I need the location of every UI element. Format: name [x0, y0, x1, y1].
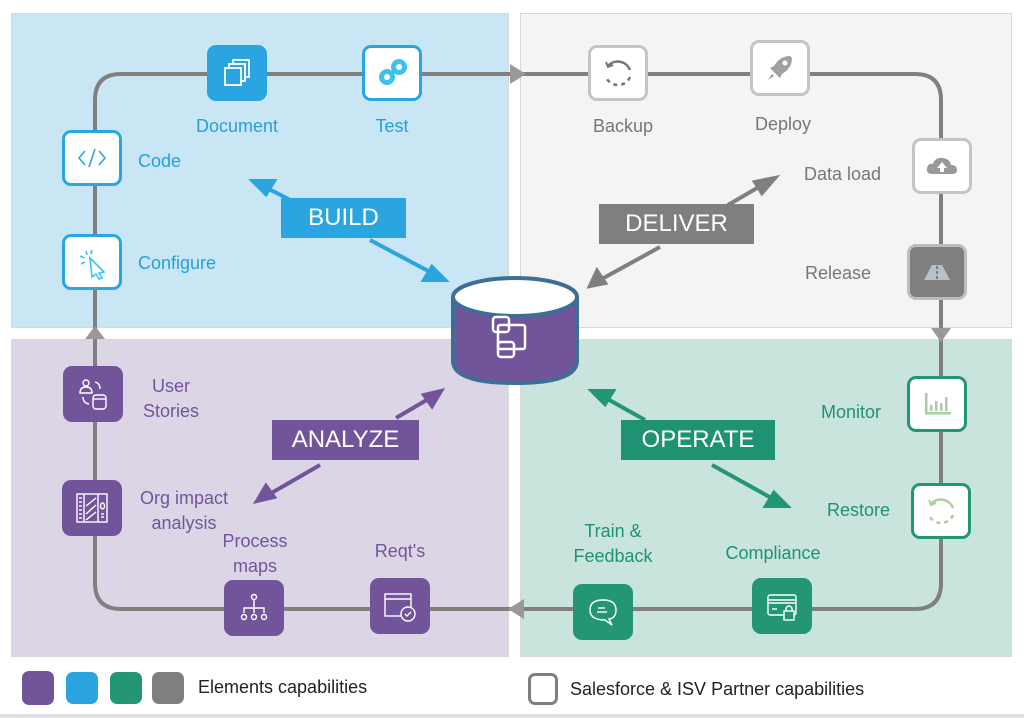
org-impact-label-line2: analysis	[151, 513, 217, 533]
legend-swatch-deliver	[152, 672, 184, 704]
train-feedback-label-line1: Train &	[584, 521, 642, 541]
restore-node[interactable]	[911, 483, 971, 539]
legend-swatch-analyze	[22, 671, 54, 705]
test-label: Test	[375, 116, 409, 136]
deploy-node[interactable]	[750, 40, 810, 96]
deliver-arrows	[586, 174, 781, 289]
code-label: Code	[138, 151, 182, 171]
document-node[interactable]	[207, 45, 267, 101]
train-feedback-node[interactable]	[573, 584, 633, 640]
track-arrow-left	[508, 599, 524, 619]
operate-arrows	[587, 389, 792, 508]
analyze-arrows	[252, 387, 446, 505]
dashboard-icon	[76, 493, 108, 523]
restore-label: Restore	[827, 500, 891, 520]
build-phase-label: BUILD	[281, 198, 406, 238]
hierarchy-icon	[240, 593, 268, 621]
user-stories-label: User Stories	[140, 374, 202, 424]
org-impact-label: Org impact analysis	[131, 486, 237, 536]
restore-dashed-circle-icon	[928, 498, 955, 525]
compliance-node[interactable]	[752, 578, 812, 634]
process-maps-node[interactable]	[224, 580, 284, 636]
bottom-divider	[0, 714, 1024, 718]
data-load-node[interactable]	[912, 138, 972, 194]
code-node[interactable]	[62, 130, 122, 186]
process-maps-label-line2: maps	[232, 556, 277, 576]
deliver-phase-label: DELIVER	[599, 204, 754, 244]
test-node[interactable]	[362, 45, 422, 101]
train-feedback-label: Train & Feedback	[563, 519, 663, 569]
user-stories-label-line1: User	[151, 376, 190, 396]
card-lock-icon	[767, 594, 797, 621]
cloud-upload-icon	[926, 157, 957, 174]
configure-node[interactable]	[62, 234, 122, 290]
gears-icon	[379, 59, 407, 85]
legend-swatch-partner	[528, 673, 558, 705]
release-label: Release	[805, 263, 872, 283]
operate-phase-label: OPERATE	[621, 420, 775, 460]
process-maps-label: Process maps	[207, 529, 303, 579]
cursor-click-icon	[79, 249, 106, 280]
legend-swatch-operate	[110, 672, 142, 704]
release-node[interactable]	[907, 244, 967, 300]
legend-partner-label: Salesforce & ISV Partner capabilities	[570, 679, 865, 699]
monitor-label: Monitor	[821, 402, 882, 422]
analyze-phase-label: ANALYZE	[272, 420, 419, 460]
rocket-icon	[768, 56, 792, 80]
legend-swatch-build	[66, 672, 98, 704]
document-label: Document	[195, 116, 279, 136]
user-stories-label-line2: Stories	[142, 401, 200, 421]
backup-node[interactable]	[588, 45, 648, 101]
track-loop	[93, 72, 943, 611]
backup-dashed-circle-icon	[605, 60, 632, 87]
monitor-node[interactable]	[907, 376, 967, 432]
configure-label: Configure	[138, 253, 217, 273]
train-feedback-label-line2: Feedback	[573, 546, 653, 566]
stacked-pages-icon	[224, 59, 250, 86]
code-brackets-icon	[77, 148, 107, 168]
org-impact-node[interactable]	[62, 480, 122, 536]
track-arrow-right	[510, 64, 526, 84]
user-stories-node[interactable]	[63, 366, 123, 422]
track-arrow-up	[85, 326, 105, 339]
data-load-label: Data load	[804, 164, 882, 184]
track-arrow-down	[931, 328, 951, 342]
org-database-icon	[451, 276, 579, 386]
road-icon	[924, 265, 950, 280]
reqts-node[interactable]	[370, 578, 430, 634]
compliance-label: Compliance	[725, 543, 821, 563]
chat-bubble-icon	[589, 599, 617, 626]
bar-chart-icon	[925, 393, 951, 415]
org-impact-label-line1: Org impact	[139, 488, 229, 508]
process-maps-label-line1: Process	[222, 531, 288, 551]
backup-label: Backup	[592, 116, 654, 136]
window-check-icon	[384, 593, 416, 622]
user-cycle-icon	[79, 379, 107, 410]
legend-elements-label: Elements capabilities	[198, 677, 368, 697]
deploy-label: Deploy	[754, 114, 812, 134]
reqts-label: Reqt's	[374, 541, 426, 561]
build-arrows	[248, 179, 450, 282]
